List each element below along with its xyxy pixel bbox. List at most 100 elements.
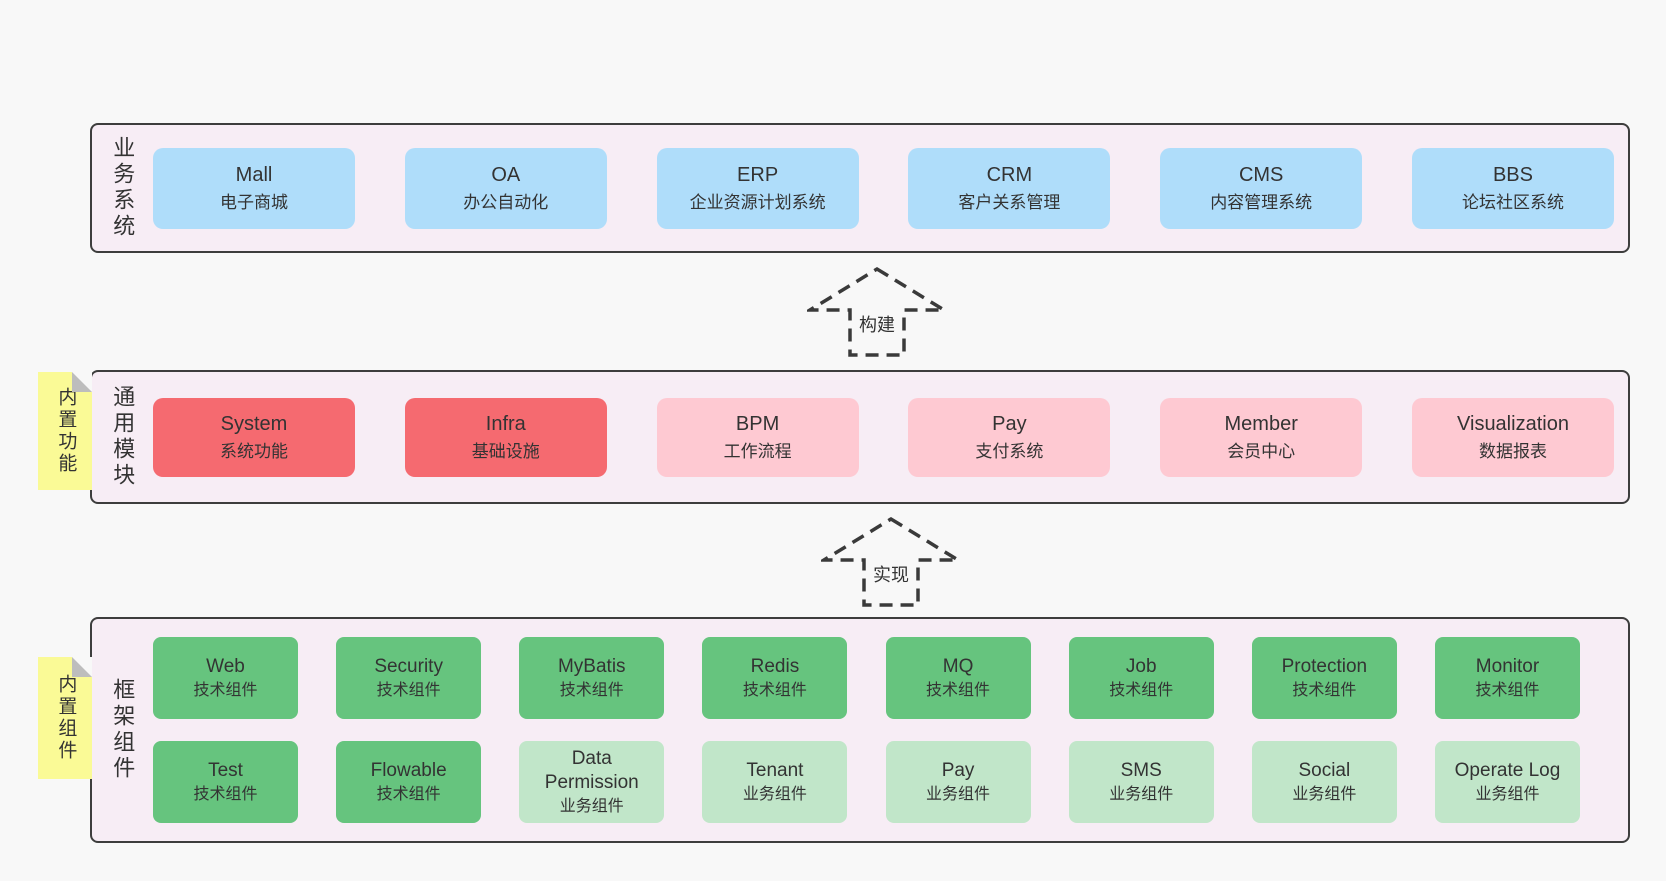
box-subtitle: 业务组件 (1109, 786, 1174, 804)
module-box-member: Member 会员中心 (1160, 397, 1363, 477)
box-title: Visualization (1457, 412, 1569, 435)
module-box-pay: Pay 支付系统 (908, 397, 1111, 477)
box-subtitle: 技术组件 (193, 682, 258, 700)
system-box-erp: ERP 企业资源计划系统 (656, 147, 859, 229)
box-subtitle: 业务组件 (559, 798, 624, 816)
box-title: Security (374, 655, 443, 677)
box-subtitle: 技术组件 (559, 682, 624, 700)
system-box-oa: OA 办公自动化 (404, 147, 607, 229)
box-title: Data Permission (544, 747, 639, 793)
box-title: System (220, 412, 288, 435)
box-title: Mall (235, 163, 273, 186)
module-box-bpm: BPM 工作流程 (656, 397, 859, 477)
layer-label-wrap: 框架组件 (92, 619, 153, 841)
box-title: Protection (1281, 655, 1368, 677)
box-title: Web (206, 655, 245, 677)
box-title: Pay (941, 759, 975, 781)
built-in-functions-sticky: 内置功能 (38, 372, 92, 490)
box-title: MyBatis (557, 655, 626, 677)
component-box-monitor: Monitor 技术组件 (1434, 637, 1580, 719)
box-subtitle: 技术组件 (742, 682, 807, 700)
component-box-mq: MQ 技术组件 (885, 637, 1031, 719)
box-subtitle: 技术组件 (1475, 682, 1540, 700)
box-subtitle: 技术组件 (376, 786, 441, 804)
component-box-data-permission: Data Permission 业务组件 (519, 741, 665, 823)
system-box-crm: CRM 客户关系管理 (908, 147, 1111, 229)
sticky-label: 内置组件 (55, 674, 77, 762)
box-title: SMS (1120, 759, 1162, 781)
implement-arrow: 实现 (821, 516, 961, 608)
component-box-tenant: Tenant 业务组件 (702, 741, 848, 823)
business-layer-label: 业务系统 (110, 136, 136, 240)
box-subtitle: 技术组件 (1292, 682, 1357, 700)
layer-label-wrap: 业务系统 (92, 125, 153, 251)
component-box-sms: SMS 业务组件 (1068, 741, 1214, 823)
system-box-cms: CMS 内容管理系统 (1160, 147, 1363, 229)
box-subtitle: 电子商城 (220, 192, 288, 212)
box-title: Job (1125, 655, 1157, 677)
box-title: OA (491, 163, 521, 186)
component-box-social: Social 业务组件 (1251, 741, 1397, 823)
box-title: Monitor (1475, 655, 1540, 677)
module-box-visualization: Visualization 数据报表 (1411, 397, 1614, 477)
component-rows: Web 技术组件 Security 技术组件 MyBatis 技术组件 Redi… (153, 619, 1628, 841)
box-subtitle: 内容管理系统 (1210, 192, 1313, 212)
component-box-job: Job 技术组件 (1068, 637, 1214, 719)
component-row-1: Web 技术组件 Security 技术组件 MyBatis 技术组件 Redi… (153, 637, 1580, 719)
sticky-label: 内置功能 (55, 387, 77, 475)
build-arrow: 构建 (807, 266, 947, 358)
box-title: CMS (1238, 163, 1284, 186)
component-box-mybatis: MyBatis 技术组件 (519, 637, 665, 719)
box-subtitle: 技术组件 (376, 682, 441, 700)
box-subtitle: 客户关系管理 (958, 192, 1061, 212)
box-title: Tenant (746, 759, 804, 781)
business-boxes: Mall 电子商城 OA 办公自动化 ERP 企业资源计划系统 CRM 客户关系… (153, 125, 1628, 251)
dashed-up-arrow-icon (807, 266, 947, 357)
box-title: Pay (992, 412, 1027, 435)
box-title: Member (1224, 412, 1298, 435)
box-subtitle: 技术组件 (1109, 682, 1174, 700)
dashed-up-arrow-icon (821, 516, 961, 607)
business-systems-layer: 业务系统 Mall 电子商城 OA 办公自动化 ERP 企业资源计划系统 CRM… (90, 123, 1630, 253)
box-subtitle: 论坛社区系统 (1461, 192, 1564, 212)
box-subtitle: 技术组件 (193, 786, 258, 804)
box-title: Redis (750, 655, 800, 677)
box-title: MQ (942, 655, 974, 677)
box-title: Flowable (370, 759, 447, 781)
box-title: BPM (735, 412, 780, 435)
box-subtitle: 支付系统 (975, 441, 1044, 461)
component-box-web: Web 技术组件 (153, 637, 298, 719)
module-box-infra: Infra 基础设施 (404, 397, 607, 477)
component-box-security: Security 技术组件 (336, 637, 482, 719)
box-subtitle: 企业资源计划系统 (689, 192, 826, 212)
component-box-test: Test 技术组件 (153, 741, 298, 823)
box-title: Social (1298, 759, 1351, 781)
component-row-2: Test 技术组件 Flowable 技术组件 Data Permission … (153, 741, 1580, 823)
box-subtitle: 业务组件 (926, 786, 991, 804)
layer-label-wrap: 通用模块 (92, 372, 153, 502)
system-box-mall: Mall 电子商城 (153, 147, 355, 229)
box-subtitle: 业务组件 (1475, 786, 1540, 804)
box-subtitle: 数据报表 (1478, 441, 1547, 461)
build-arrow-label: 构建 (855, 310, 899, 338)
component-box-protection: Protection 技术组件 (1251, 637, 1397, 719)
component-box-flowable: Flowable 技术组件 (336, 741, 482, 823)
box-title: Infra (485, 412, 526, 435)
box-title: ERP (737, 163, 779, 186)
built-in-components-sticky: 内置组件 (38, 657, 92, 779)
component-box-pay: Pay 业务组件 (885, 741, 1031, 823)
component-box-operate-log: Operate Log 业务组件 (1434, 741, 1580, 823)
box-title: Test (208, 759, 243, 781)
box-title: Operate Log (1454, 759, 1561, 781)
box-subtitle: 基础设施 (471, 441, 540, 461)
box-title: BBS (1492, 163, 1533, 186)
component-box-redis: Redis 技术组件 (702, 637, 848, 719)
components-layer-label: 框架组件 (110, 678, 136, 782)
box-subtitle: 会员中心 (1227, 441, 1296, 461)
common-modules-layer: 通用模块 System 系统功能 Infra 基础设施 BPM 工作流程 Pay… (90, 370, 1630, 504)
module-box-system: System 系统功能 (153, 397, 355, 477)
implement-arrow-label: 实现 (869, 560, 913, 588)
box-subtitle: 办公自动化 (463, 192, 549, 212)
box-subtitle: 业务组件 (742, 786, 807, 804)
